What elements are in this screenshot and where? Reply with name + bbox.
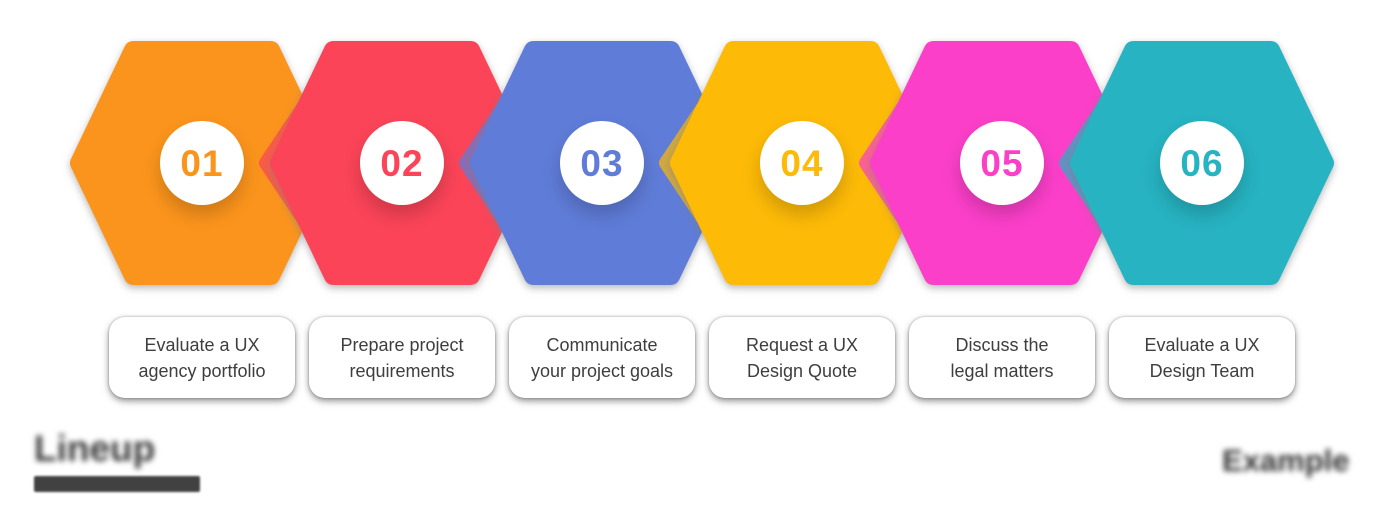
- step-number: 02: [380, 142, 424, 184]
- step-label-card: Evaluate a UX Design Team: [1109, 317, 1295, 398]
- watermark-wordmark: Example: [1222, 443, 1350, 478]
- step-label-line1: Discuss the: [955, 334, 1049, 355]
- step-number: 01: [180, 142, 224, 184]
- connector-diamond-icon: [658, 101, 746, 225]
- brand-logo: Lineup: [34, 425, 204, 493]
- step-label-line1: Communicate: [546, 334, 658, 355]
- step-label-line1: Evaluate a UX: [1144, 334, 1260, 355]
- step-label-card: Prepare project requirements: [309, 317, 495, 398]
- step-label-line2: your project goals: [530, 360, 674, 381]
- connector-diamond-icon: [858, 101, 946, 225]
- step-label-card: Discuss the legal matters: [909, 317, 1095, 398]
- step-label-line1: Request a UX: [745, 334, 859, 355]
- step-label-card: Evaluate a UX agency portfolio: [109, 317, 295, 398]
- step-hexagon: [667, 41, 937, 285]
- step-number-circle: 06: [1160, 121, 1244, 205]
- step-label-line2: requirements: [349, 360, 455, 381]
- step-label-line1: Prepare project: [340, 334, 464, 355]
- step-label-line2: legal matters: [950, 360, 1054, 381]
- step-number-circle: 04: [760, 121, 844, 205]
- step-number-circle: 02: [360, 121, 444, 205]
- step-hexagon: [67, 41, 337, 285]
- step-label-card: Request a UX Design Quote: [709, 317, 895, 398]
- step-number-circle: 01: [160, 121, 244, 205]
- step-label-card: Communicate your project goals: [509, 317, 695, 398]
- step-number: 06: [1180, 142, 1224, 184]
- step-number: 03: [580, 142, 624, 184]
- brand-logo-wordmark: Lineup: [34, 428, 156, 469]
- logo-underline-bar: [34, 476, 200, 493]
- connector-diamond-icon: [458, 101, 546, 225]
- step-number-circle: 05: [960, 121, 1044, 205]
- step-hexagon: [467, 41, 737, 285]
- step-hexagon: [867, 41, 1137, 285]
- step-label-line2: Design Team: [1149, 360, 1255, 381]
- step-number-circle: 03: [560, 121, 644, 205]
- step-hexagon: [267, 41, 537, 285]
- step-label-line2: Design Quote: [746, 360, 858, 381]
- step-number: 05: [980, 142, 1024, 184]
- step-label-line1: Evaluate a UX: [144, 334, 260, 355]
- step-label-line2: agency portfolio: [138, 360, 266, 381]
- connector-diamond-icon: [1058, 101, 1146, 225]
- step-number: 04: [780, 142, 824, 184]
- step-hexagon: [1067, 41, 1337, 285]
- connector-diamond-icon: [258, 101, 346, 225]
